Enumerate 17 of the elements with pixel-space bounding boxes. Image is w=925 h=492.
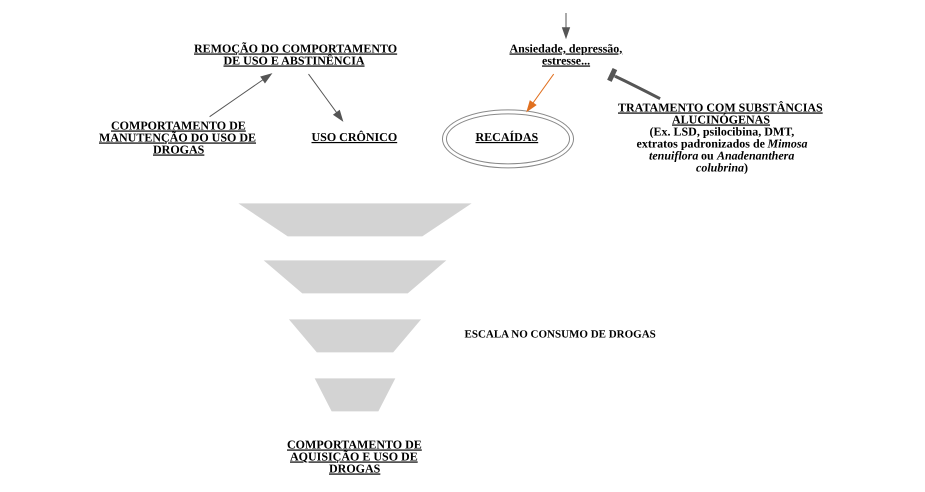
node-text: COMPORTAMENTO DE MANUTENÇÃO DO USO DE DROGAS [99,118,256,156]
arrow [209,73,272,118]
node-ellipse: RECAÍDAS [442,109,574,168]
node-bar [288,319,422,352]
node-text: REMOÇÃO DO COMPORTAMENTO DE USO E ABSTINÊNCIA [194,41,398,68]
node-text: USO CRÔNICO [312,130,398,144]
node-bar [314,378,396,412]
node-text: COMPORTAMENTO DE AQUISIÇÃO E USO DE DROGAS [287,437,422,476]
node-text: TRATAMENTO COM SUBSTÂNCIAS ALUCINÓGENAS (Ex. LSD, psilocibina, DMT, extratos padronizados de Mimosa tenuiflora ou Anadenanthera colubrina) [618,100,823,174]
label: ESCALA NO CONSUMO DE DROGAS [464,328,656,341]
node-bar [238,203,472,236]
arrow [526,74,554,112]
arrow [308,74,344,122]
arrow [562,12,570,40]
node-text: Ansiedade, depressão, estresse... [510,41,622,68]
node-bar [264,260,446,294]
connector [607,68,661,100]
